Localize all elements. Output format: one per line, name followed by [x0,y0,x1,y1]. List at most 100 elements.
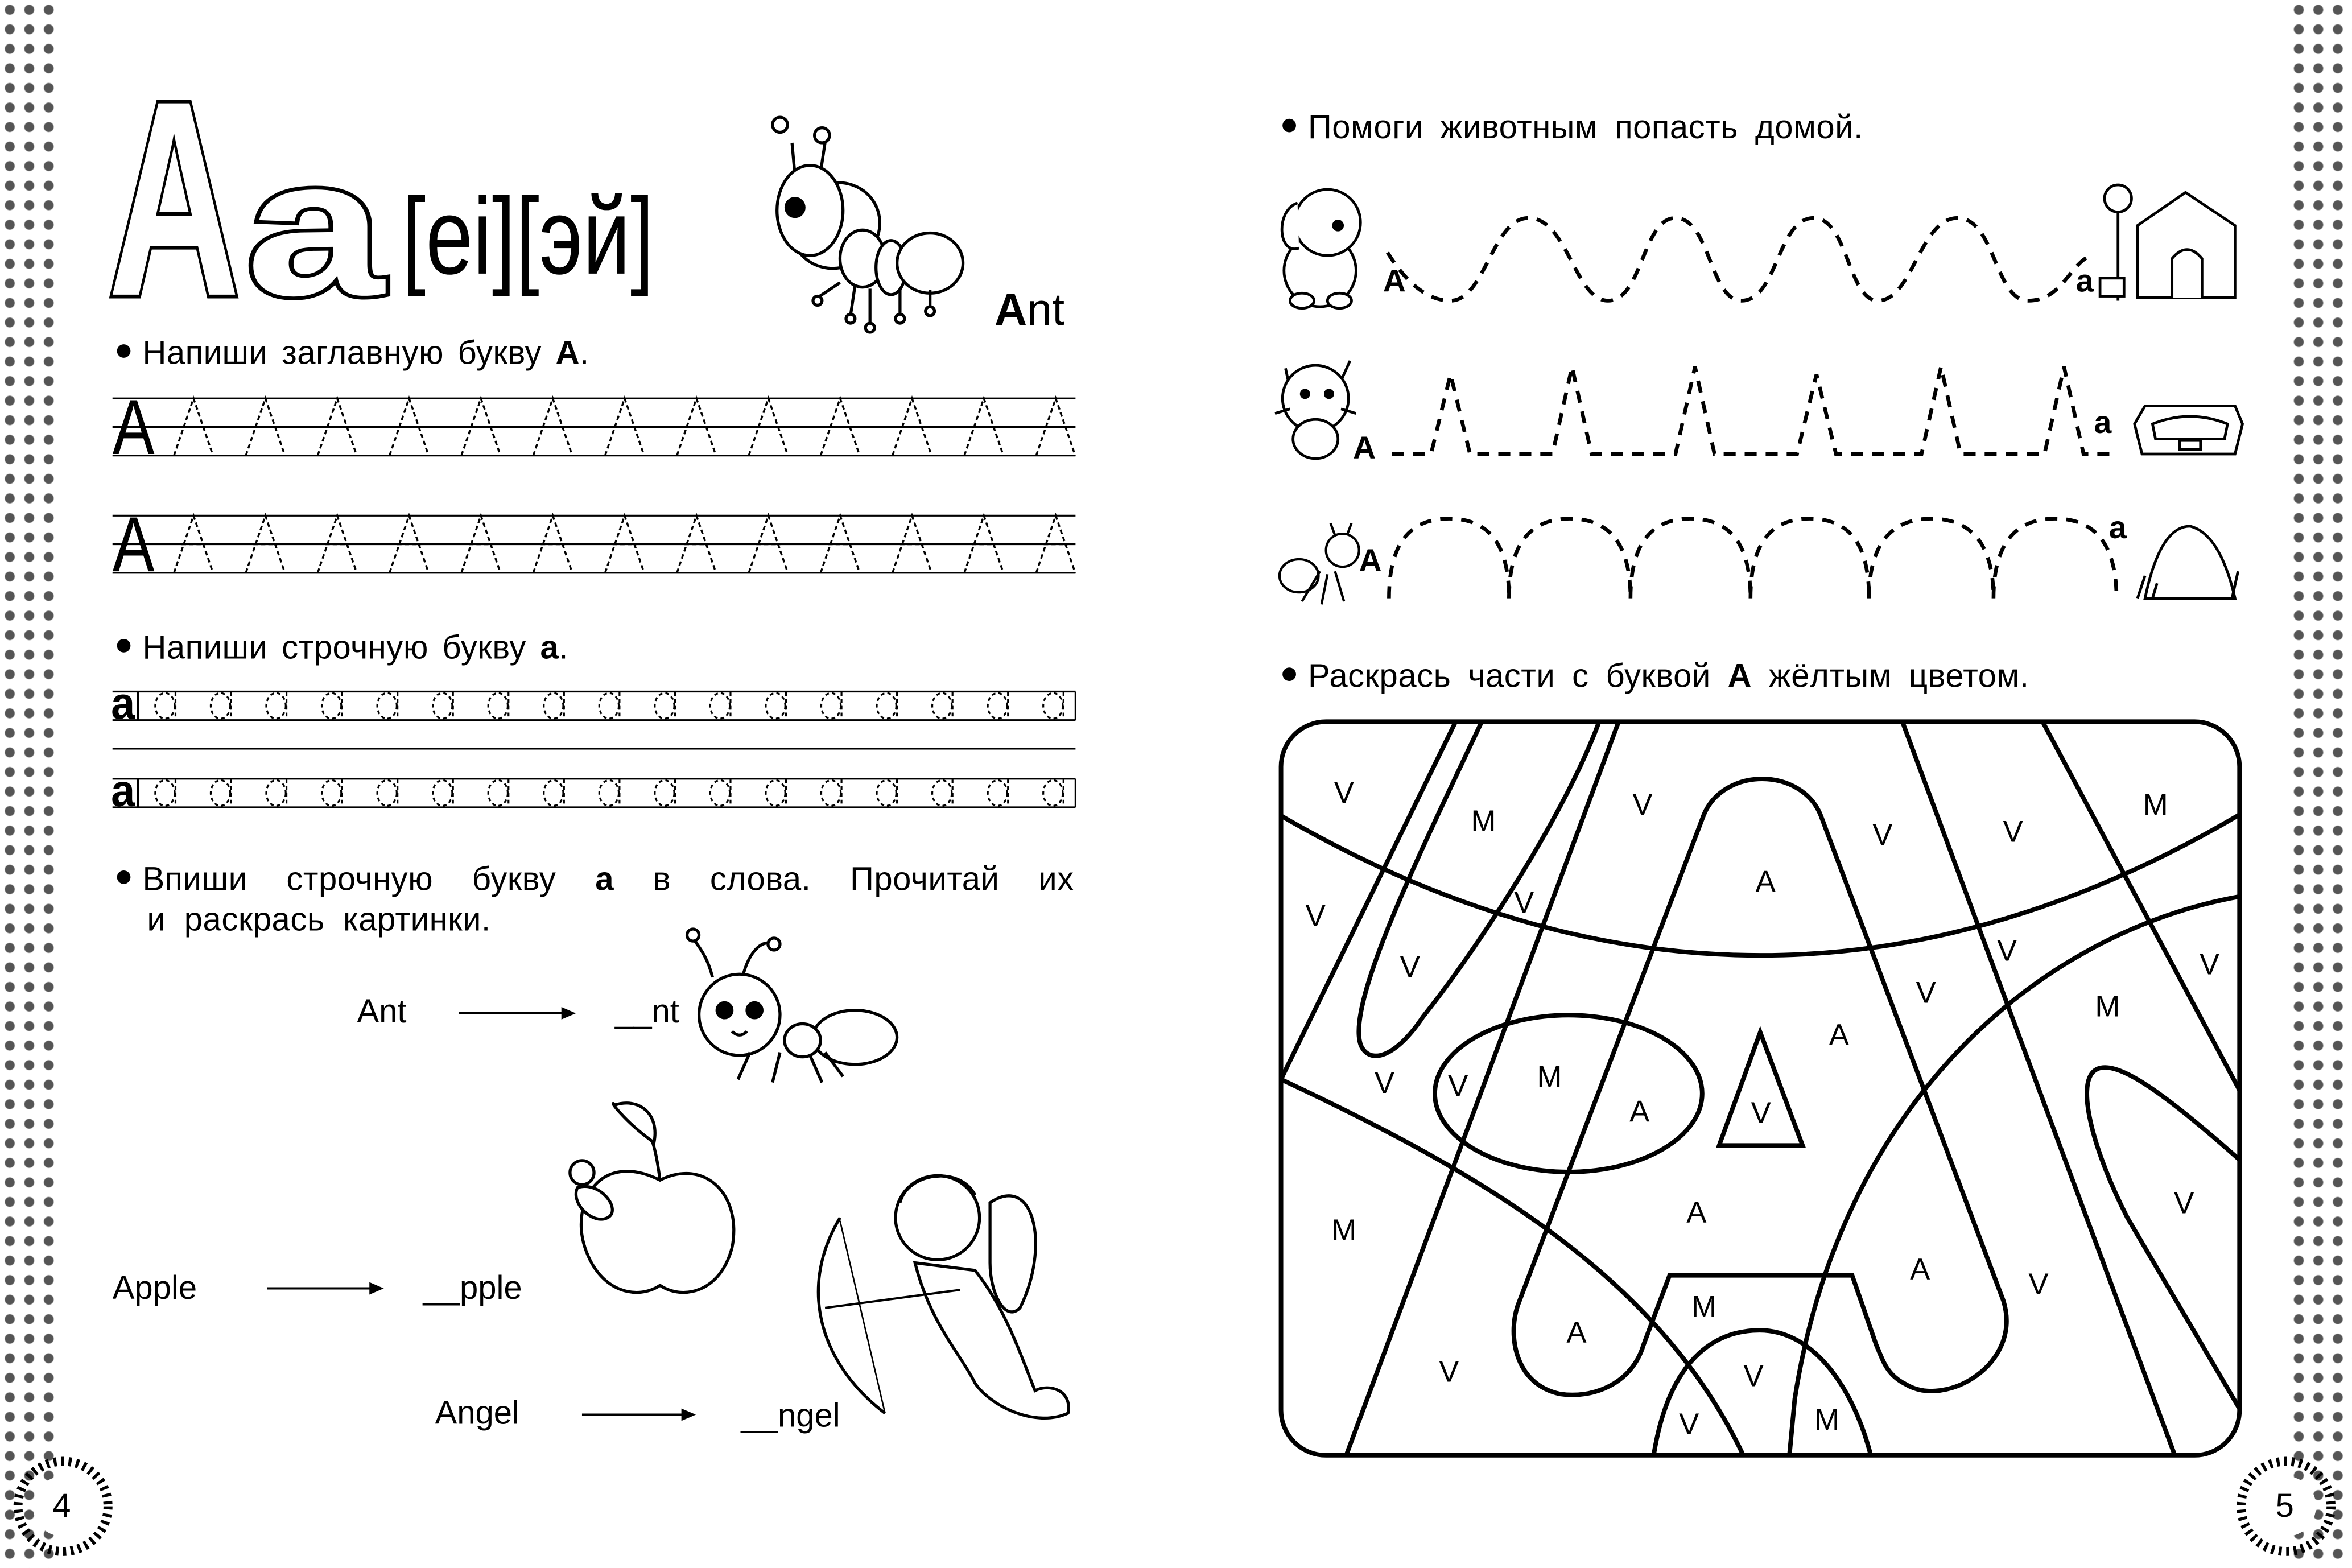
dashed-letter-lower[interactable] [209,692,232,720]
dashed-letter-lower[interactable] [987,779,1009,807]
puzzle-letter: V [1751,1096,1771,1130]
dashed-letter-lower[interactable] [376,779,399,807]
puzzle-letter: A [1756,865,1776,898]
task-insert-letter-line1: Впиши строчную букву а в слова. Прочитай… [117,860,1074,899]
dashed-letter-lower[interactable] [987,692,1009,720]
dashed-letter-upper[interactable] [245,395,286,456]
apple-illustration [568,1101,736,1294]
task-write-lowercase: Напиши строчную букву а. [117,629,568,668]
dashed-letter-upper[interactable] [963,395,1005,456]
puzzle-letter: A [1829,1018,1850,1051]
puzzle-letter: V [1514,886,1534,919]
dashed-letter-lower[interactable] [265,779,288,807]
dashed-letter-upper[interactable] [532,395,573,456]
puzzle-letter: V [1632,788,1652,822]
dashed-letter-upper[interactable] [604,395,645,456]
page-number-left: 4 [52,1487,71,1525]
dashed-letter-upper[interactable] [748,395,789,456]
dashed-letter-lower[interactable] [876,779,898,807]
dashed-letter-lower[interactable] [931,779,954,807]
dashed-letter-upper[interactable] [316,395,358,456]
sample-letter-upper: A [113,384,155,471]
dashed-letter-upper[interactable] [460,395,502,456]
blank-apple[interactable]: __pple [423,1269,522,1307]
bullet-icon [1282,667,1296,681]
puzzle-letter: M [1471,804,1496,838]
big-letter-lower: a [246,118,385,336]
dashed-letter-lower[interactable] [709,779,732,807]
dashed-letter-upper[interactable] [245,513,286,573]
blank-ant[interactable]: __nt [614,992,679,1030]
dashed-letter-lower[interactable] [1042,779,1064,807]
dashed-letter-lower[interactable] [543,692,565,720]
dashed-letter-upper[interactable] [748,513,789,573]
dashed-letter-lower[interactable] [598,692,621,720]
puzzle-letter: M [1537,1060,1562,1094]
dashed-letter-lower[interactable] [931,692,954,720]
dashed-letter-upper[interactable] [963,513,1005,573]
dashed-letter-lower[interactable] [1042,692,1064,720]
dashed-letter-lower[interactable] [432,692,454,720]
task-write-capital: Напиши заглавную букву А. [117,334,589,373]
dashed-letter-lower[interactable] [765,692,787,720]
blank-angel[interactable]: __ngel [741,1396,840,1434]
dashed-letter-lower[interactable] [209,779,232,807]
dashed-letter-lower[interactable] [487,692,510,720]
dashed-letter-upper[interactable] [532,513,573,573]
tracing-path-wave[interactable] [1385,216,2092,303]
dashed-letter-upper[interactable] [819,395,861,456]
dashed-letter-lower[interactable] [654,779,676,807]
left-page-graphics: A a [ei][эй] AA aa [13,40,1076,1556]
dashed-letter-upper[interactable] [316,513,358,573]
puzzle-letter: M [1331,1214,1356,1247]
dashed-letter-upper[interactable] [819,513,861,573]
path2-end-label: a [2094,406,2112,441]
dashed-letter-upper[interactable] [389,513,430,573]
tracing-path-zigzag[interactable] [1392,366,2117,456]
dashed-letter-upper[interactable] [604,513,645,573]
puzzle-letter: A [1910,1253,1930,1286]
dashed-letter-lower[interactable] [376,692,399,720]
dashed-letter-lower[interactable] [654,692,676,720]
dashed-letter-lower[interactable] [820,779,843,807]
bullet-icon [117,344,131,358]
sample-letter-lower: a [111,765,135,815]
dashed-letter-upper[interactable] [892,513,932,573]
dashed-letter-upper[interactable] [389,395,430,456]
dashed-letter-lower[interactable] [820,692,843,720]
dashed-letter-lower[interactable] [154,692,177,720]
dashed-letter-lower[interactable] [265,692,288,720]
dashed-letter-upper[interactable] [173,395,214,456]
tracing-path-arches[interactable] [1387,517,2119,599]
dashed-letter-lower[interactable] [709,692,732,720]
dashed-letter-lower[interactable] [432,779,454,807]
word-angel: Angel [435,1393,519,1431]
puzzle-letter: M [1814,1403,1839,1437]
lowercase-writing-rows: aa [111,678,1076,815]
dashed-letter-lower[interactable] [543,779,565,807]
bullet-icon [117,638,131,652]
dashed-letter-lower[interactable] [487,779,510,807]
puzzle-region-big-a [1514,779,2007,1395]
big-letters-heading: A a [ei][эй] [104,40,654,358]
tracing-paths [1385,216,2119,599]
dashed-letter-upper[interactable] [1035,513,1076,573]
dashed-letter-upper[interactable] [1035,395,1076,456]
dashed-letter-upper[interactable] [173,513,214,573]
dashed-letter-lower[interactable] [154,779,177,807]
dashed-letter-lower[interactable] [320,692,343,720]
dashed-letter-lower[interactable] [765,779,787,807]
bullet-icon [117,870,131,884]
dashed-letter-upper[interactable] [460,513,502,573]
dashed-letter-lower[interactable] [320,779,343,807]
dashed-letter-lower[interactable] [876,692,898,720]
dashed-letter-lower[interactable] [598,779,621,807]
puzzle-region-curve [1789,897,2239,1454]
puzzle-region-line [1903,721,2174,1454]
puzzle-letter: M [2095,989,2120,1023]
dashed-letter-upper[interactable] [892,395,932,456]
puzzle-region-top-arc [1281,815,2239,955]
cat-illustration [1274,360,1357,460]
